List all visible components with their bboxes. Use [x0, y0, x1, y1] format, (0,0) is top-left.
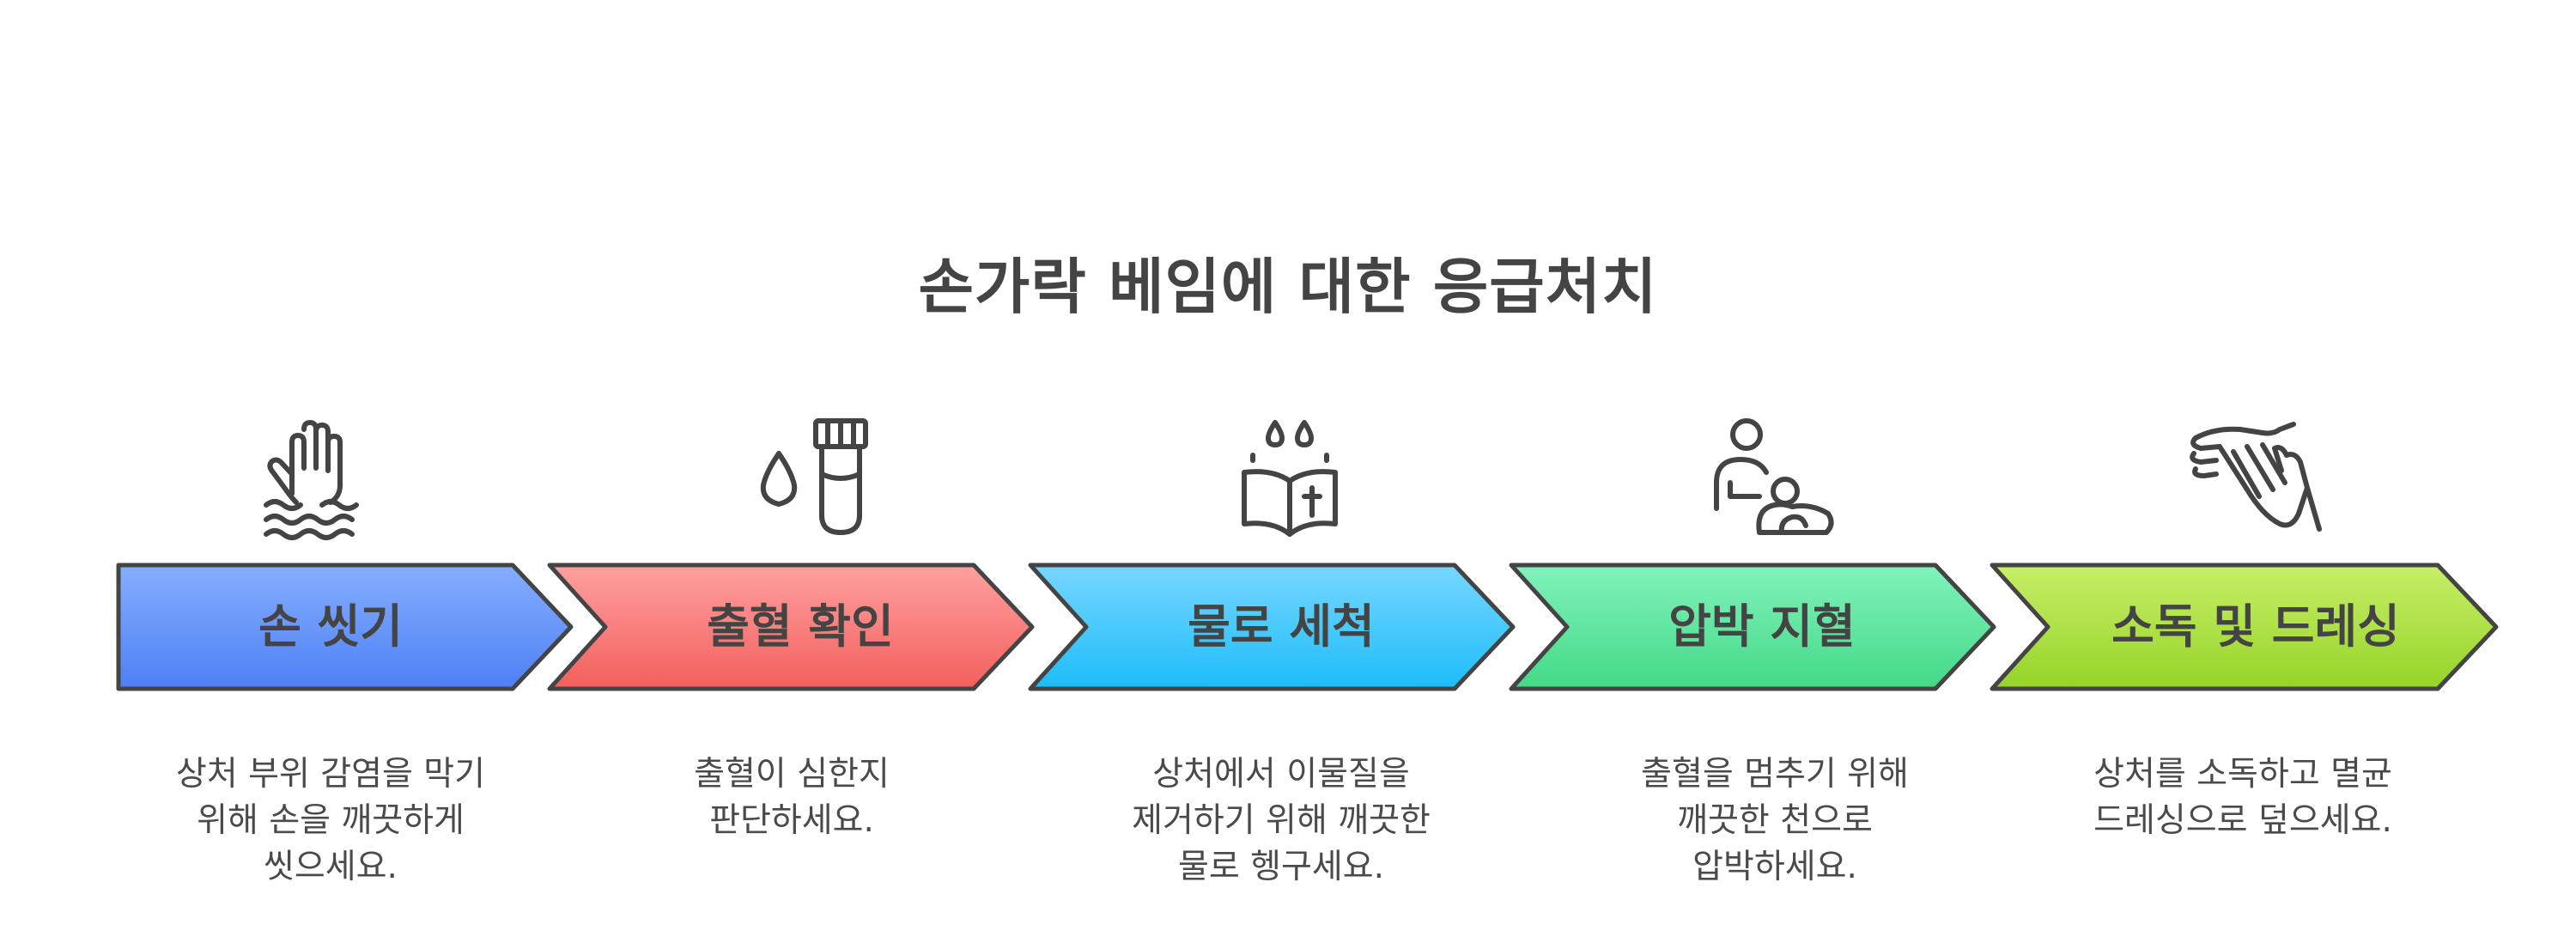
step-arrow-2	[547, 563, 1054, 691]
step-description: 출혈이 심한지 판단하세요.	[694, 755, 890, 840]
step-arrow-3	[1028, 563, 1534, 691]
step-pressure: 압박 지혈 출혈을 멈추기 위해 깨끗한 천으로 압박하세요.	[1509, 404, 2015, 919]
step-label: 출혈 확인	[707, 599, 894, 654]
step-label: 손 씻기	[258, 599, 403, 654]
step-description: 출혈을 멈추기 위해 깨끗한 천으로 압박하세요.	[1641, 755, 1909, 886]
caregiver-icon	[1509, 404, 2015, 541]
step-description: 상처에서 이물질을 제거하기 위해 깨끗한 물로 헹구세요.	[1132, 755, 1431, 886]
step-rinse-water: 물로 세척 상처에서 이물질을 제거하기 위해 깨끗한 물로 헹구세요.	[1028, 404, 1534, 919]
step-label: 물로 세척	[1188, 599, 1375, 654]
step-hand-washing: 손 씻기 상처 부위 감염을 막기 위해 손을 깨끗하게 씻으세요.	[116, 404, 623, 919]
step-description: 상처를 소독하고 멸균 드레싱으로 덮으세요.	[2093, 755, 2392, 840]
holy-water-book-icon	[1028, 404, 1534, 541]
step-arrow-5	[1990, 563, 2499, 691]
step-arrow-4	[1509, 563, 2015, 691]
step-label: 소독 및 드레싱	[2111, 599, 2400, 654]
step-description: 상처 부위 감염을 막기 위해 손을 깨끗하게 씻으세요.	[175, 755, 486, 886]
step-bleeding-check: 출혈 확인 출혈이 심한지 판단하세요.	[547, 404, 1054, 919]
hand-washing-icon	[116, 404, 623, 541]
step-disinfect-dressing: 소독 및 드레싱 상처를 소독하고 멸균 드레싱으로 덮으세요.	[1990, 404, 2499, 919]
blood-test-tube-icon	[547, 404, 1054, 541]
step-label: 압박 지혈	[1668, 599, 1856, 654]
step-arrow-1	[116, 563, 623, 691]
diagram-title: 손가락 베임에 대한 응급처치	[918, 252, 1658, 322]
clapping-hands-icon	[1990, 404, 2496, 541]
